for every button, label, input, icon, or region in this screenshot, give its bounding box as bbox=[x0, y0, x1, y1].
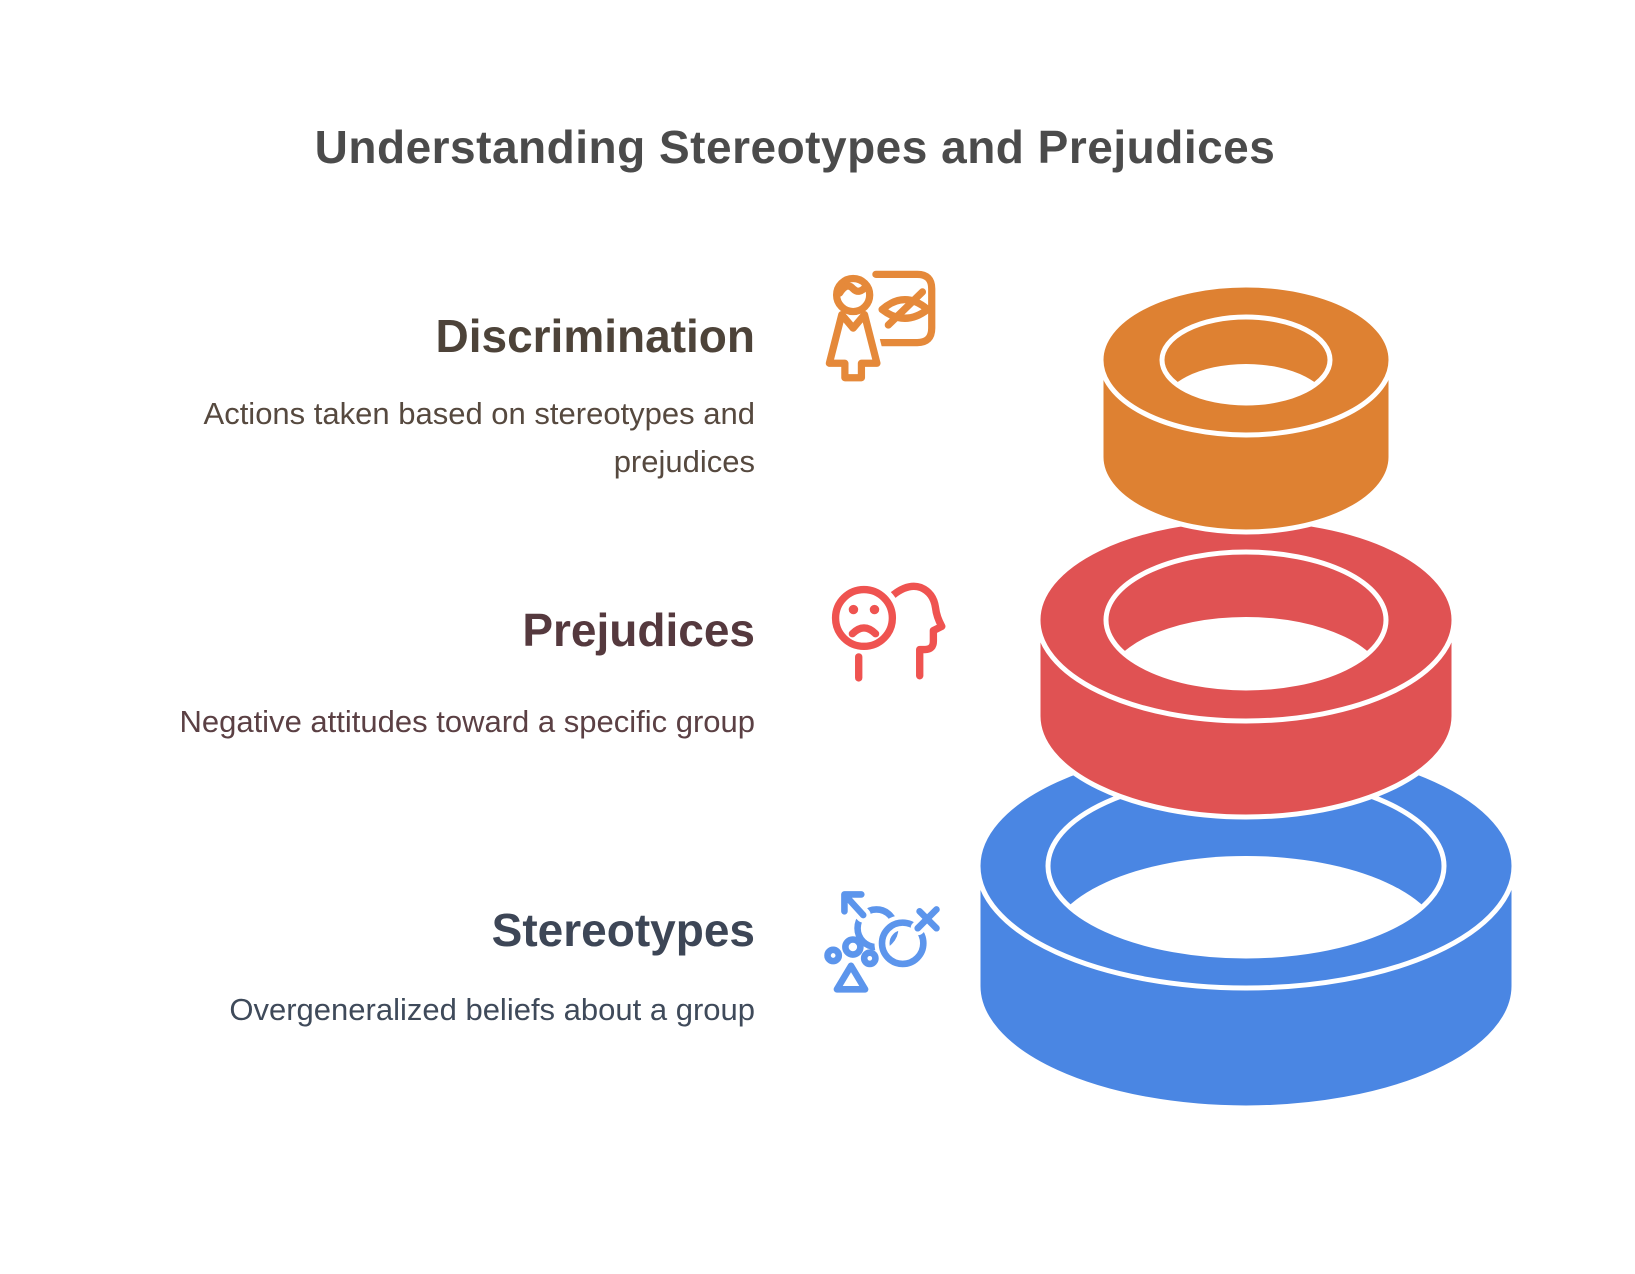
section-description-discrimination: Actions taken based on stereotypes and p… bbox=[203, 396, 755, 479]
board-shape bbox=[872, 270, 936, 347]
head-profile-shape bbox=[889, 582, 946, 680]
section-label-discrimination: Discrimination bbox=[435, 310, 755, 362]
small-triangle bbox=[833, 962, 869, 993]
gender-symbols-icon bbox=[824, 886, 944, 993]
section-description-prejudices: Negative attitudes toward a specific gro… bbox=[179, 704, 755, 739]
section-label-stereotypes: Stereotypes bbox=[491, 904, 755, 956]
person-body bbox=[825, 311, 881, 382]
person-presentation-hidden-eye-icon bbox=[820, 269, 936, 386]
male-symbol-arrow bbox=[841, 891, 867, 919]
prejudices-ring bbox=[1035, 516, 1457, 820]
right-eye-dot bbox=[869, 604, 880, 615]
page-title: Understanding Stereotypes and Prejudices bbox=[314, 121, 1276, 173]
sad-face-circle bbox=[831, 585, 897, 651]
eye-slash bbox=[884, 288, 927, 329]
frown-mouth bbox=[848, 624, 880, 638]
small-dot-middle bbox=[842, 936, 864, 958]
small-dot-left bbox=[824, 946, 843, 965]
female-symbol-cross bbox=[914, 906, 940, 932]
discrimination-ring bbox=[1098, 282, 1394, 535]
sad-face-head-profile-icon bbox=[826, 580, 946, 682]
small-dot-right bbox=[860, 949, 879, 968]
stereotypes-ring bbox=[975, 741, 1517, 1111]
person-head bbox=[832, 274, 874, 316]
female-symbol-circle bbox=[878, 919, 927, 968]
section-description-stereotypes: Overgeneralized beliefs about a group bbox=[229, 992, 755, 1027]
left-eye-dot bbox=[848, 604, 859, 615]
section-label-prejudices: Prejudices bbox=[522, 604, 755, 656]
person-hair bbox=[836, 282, 871, 297]
